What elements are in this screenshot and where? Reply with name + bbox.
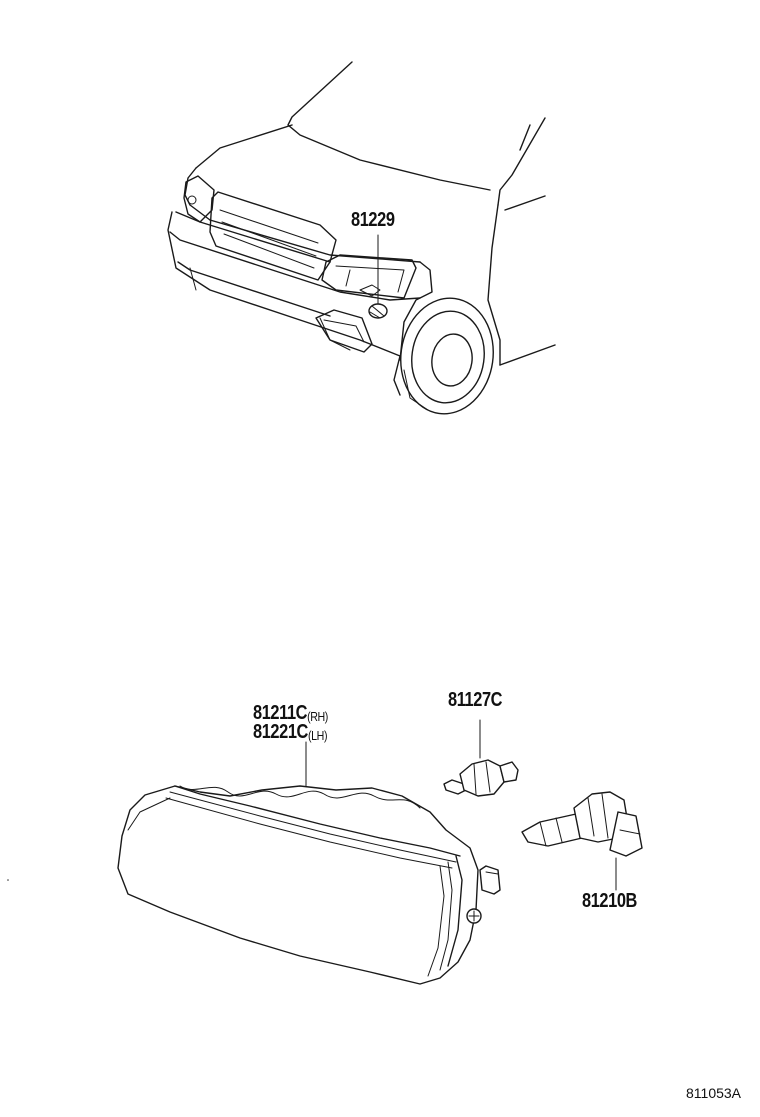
part-number-rh: 81211C xyxy=(253,702,308,724)
part-label-81127c: 81127C xyxy=(448,689,503,711)
fog-lamp-illustration xyxy=(117,741,501,985)
part-label-81221c: 81221C(LH) xyxy=(253,722,327,742)
part-number-lh: 81221C xyxy=(253,721,308,743)
part-label-81211c: 81211C(RH) xyxy=(253,703,328,723)
figure-code: 811053A xyxy=(686,1085,742,1101)
part-label-81210b: 81210B xyxy=(582,890,637,912)
socket-illustration xyxy=(443,719,519,797)
bulb-illustration xyxy=(521,791,643,891)
part-label-81229: 81229 xyxy=(351,209,395,231)
side-lh: (LH) xyxy=(307,728,328,743)
wheel xyxy=(400,297,494,415)
side-rh: (RH) xyxy=(307,709,328,724)
fog-bulb-marker xyxy=(368,303,388,319)
vehicle-illustration xyxy=(167,61,556,415)
